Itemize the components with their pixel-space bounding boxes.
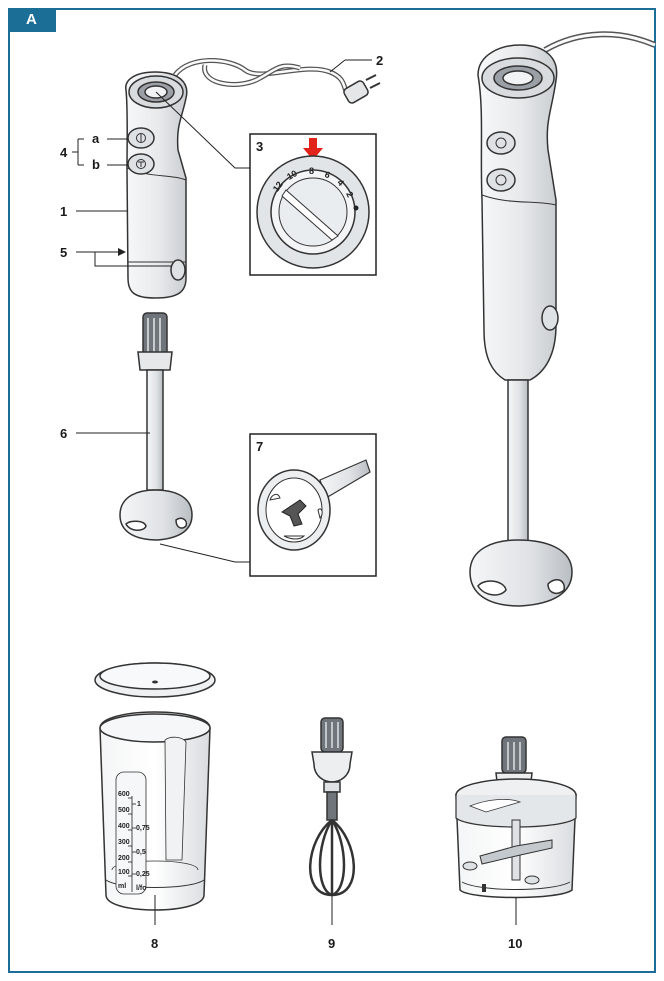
power-plug — [343, 74, 381, 104]
scale-400: 400 — [118, 823, 130, 830]
leader-lines-top — [72, 59, 372, 267]
label-2: 2 — [376, 53, 383, 68]
assembled-blender — [469, 31, 657, 607]
dial-12: 12 — [271, 180, 285, 194]
blender-foot — [119, 312, 193, 541]
button-a-icon — [127, 127, 155, 149]
indicator-arrow-icon — [303, 138, 323, 160]
arrow-5-icon — [118, 248, 126, 256]
label-6: 6 — [60, 426, 67, 441]
speed-dial-inset: 3 12 10 8 6 4 2 — [249, 133, 377, 276]
label-4: 4 — [60, 145, 68, 160]
scale-600: 600 — [118, 791, 130, 798]
dial-2: 2 — [344, 190, 355, 199]
label-8: 8 — [151, 936, 158, 951]
label-7: 7 — [256, 439, 263, 454]
scale-1: 1 — [137, 801, 141, 808]
label-4b: b — [92, 157, 100, 172]
scale-500: 500 — [118, 807, 130, 814]
scale-200: 200 — [118, 855, 130, 862]
chopper — [455, 736, 577, 899]
figure-tab: A — [8, 8, 56, 32]
label-5: 5 — [60, 245, 67, 260]
measuring-beaker — [94, 662, 216, 911]
dial-6: 6 — [323, 169, 332, 180]
scale-05: 0,5 — [136, 849, 146, 856]
whisk — [308, 717, 356, 897]
scale-300: 300 — [118, 839, 130, 846]
scale-100: 100 — [118, 869, 130, 876]
label-1: 1 — [60, 204, 67, 219]
scale-lfo: l/fo — [136, 885, 147, 892]
scale-ml: ml — [118, 883, 126, 890]
dial-4: 4 — [335, 177, 346, 188]
dial-10: 10 — [285, 168, 299, 182]
scale-075: 0,75 — [136, 825, 150, 832]
label-10: 10 — [508, 936, 522, 951]
figure-frame — [8, 8, 656, 973]
button-b-icon — [127, 153, 155, 175]
release-button — [170, 259, 186, 281]
dial-8: 8 — [309, 166, 314, 176]
beaker-scale: 600 500 400 300 200 100 ml 1 0,75 0,5 0,… — [118, 791, 150, 892]
scale-025: 0,25 — [136, 871, 150, 878]
label-9: 9 — [328, 936, 335, 951]
label-3: 3 — [256, 139, 263, 154]
blade-inset: 7 — [249, 433, 377, 577]
label-4a: a — [92, 131, 100, 146]
